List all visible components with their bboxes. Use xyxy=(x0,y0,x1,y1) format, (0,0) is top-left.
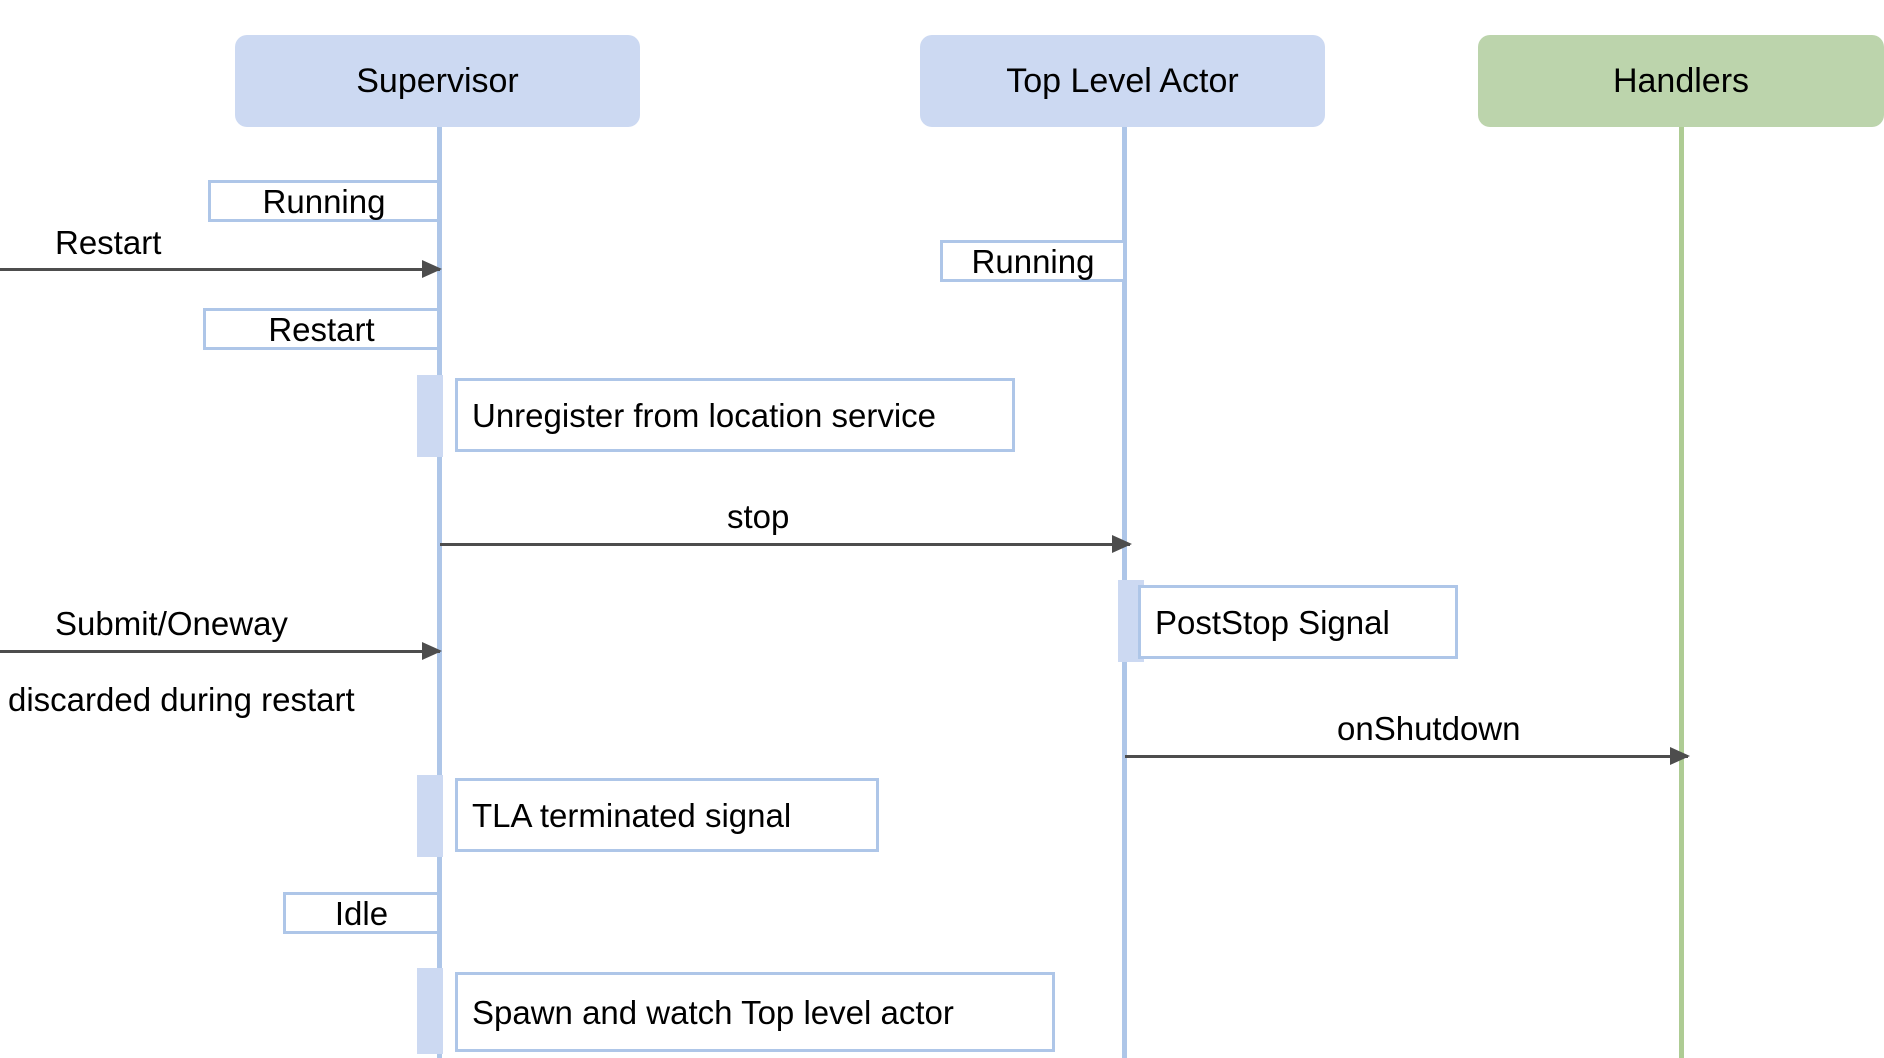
arrowhead-icon xyxy=(1670,747,1690,765)
message-label-onshutdown: onShutdown xyxy=(1337,710,1521,747)
note-spawn-and-watch-top-level-actor: Spawn and watch Top level actor xyxy=(455,972,1055,1052)
note-text: TLA terminated signal xyxy=(472,796,792,834)
message-arrow-restart xyxy=(0,260,442,278)
participant-label-handlers: Handlers xyxy=(1612,62,1750,100)
arrowhead-icon xyxy=(1112,535,1132,553)
state-label-supervisor-running: Running xyxy=(208,180,440,222)
lifeline-handlers xyxy=(1679,127,1684,1058)
note-tla-terminated-signal: TLA terminated signal xyxy=(455,778,879,852)
note-text: Spawn and watch Top level actor xyxy=(472,993,954,1031)
state-label-text: Restart xyxy=(268,310,375,348)
state-label-supervisor-restart: Restart xyxy=(203,308,440,350)
activation-bar-tla-terminated xyxy=(417,775,443,857)
lifeline-supervisor xyxy=(437,127,442,1058)
participant-label-top-level-actor: Top Level Actor xyxy=(1006,62,1239,100)
message-arrow-submit-oneway xyxy=(0,642,442,660)
state-label-text: Idle xyxy=(334,894,389,932)
participant-top-level-actor[interactable]: Top Level Actor xyxy=(920,35,1325,127)
state-label-text: Running xyxy=(971,242,1095,280)
note-text: Unregister from location service xyxy=(472,396,936,434)
state-label-tla-running: Running xyxy=(940,240,1126,282)
arrowhead-icon xyxy=(422,642,442,660)
note-unregister-from-location-service: Unregister from location service xyxy=(455,378,1015,452)
note-poststop-signal: PostStop Signal xyxy=(1138,585,1458,659)
message-label-stop: stop xyxy=(727,498,790,535)
participant-handlers[interactable]: Handlers xyxy=(1478,35,1884,127)
state-label-supervisor-idle: Idle xyxy=(283,892,440,934)
participant-supervisor[interactable]: Supervisor xyxy=(235,35,640,127)
note-text: PostStop Signal xyxy=(1155,603,1390,641)
activation-bar-spawn xyxy=(417,968,443,1054)
activation-bar-unregister xyxy=(417,375,443,457)
message-arrow-onshutdown xyxy=(1125,747,1690,765)
message-label-restart: Restart xyxy=(55,224,162,261)
arrowhead-icon xyxy=(422,260,442,278)
state-label-text: Running xyxy=(262,182,386,220)
message-arrow-stop xyxy=(440,535,1132,553)
message-label-submit-oneway: Submit/Oneway xyxy=(55,605,288,642)
participant-label-supervisor: Supervisor xyxy=(356,62,519,100)
message-sublabel-discarded-during-restart: discarded during restart xyxy=(8,681,355,718)
